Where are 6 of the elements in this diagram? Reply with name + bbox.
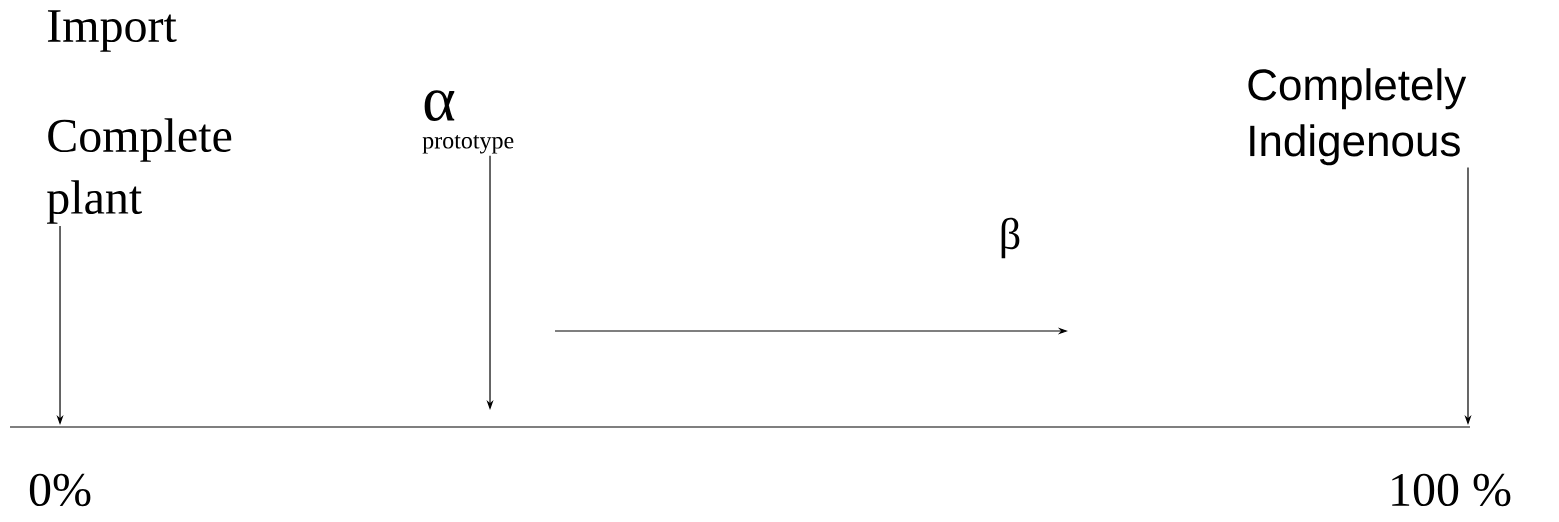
- text-label: Completely Indigenous: [1248, 68, 1467, 166]
- axis-label: 0%: [29, 473, 91, 507]
- text-label: α prototype: [422, 90, 514, 154]
- axis-label: β: [1001, 217, 1020, 259]
- text-label: Import Complete plant: [47, 10, 232, 224]
- axis-label: 100 %: [1392, 473, 1511, 507]
